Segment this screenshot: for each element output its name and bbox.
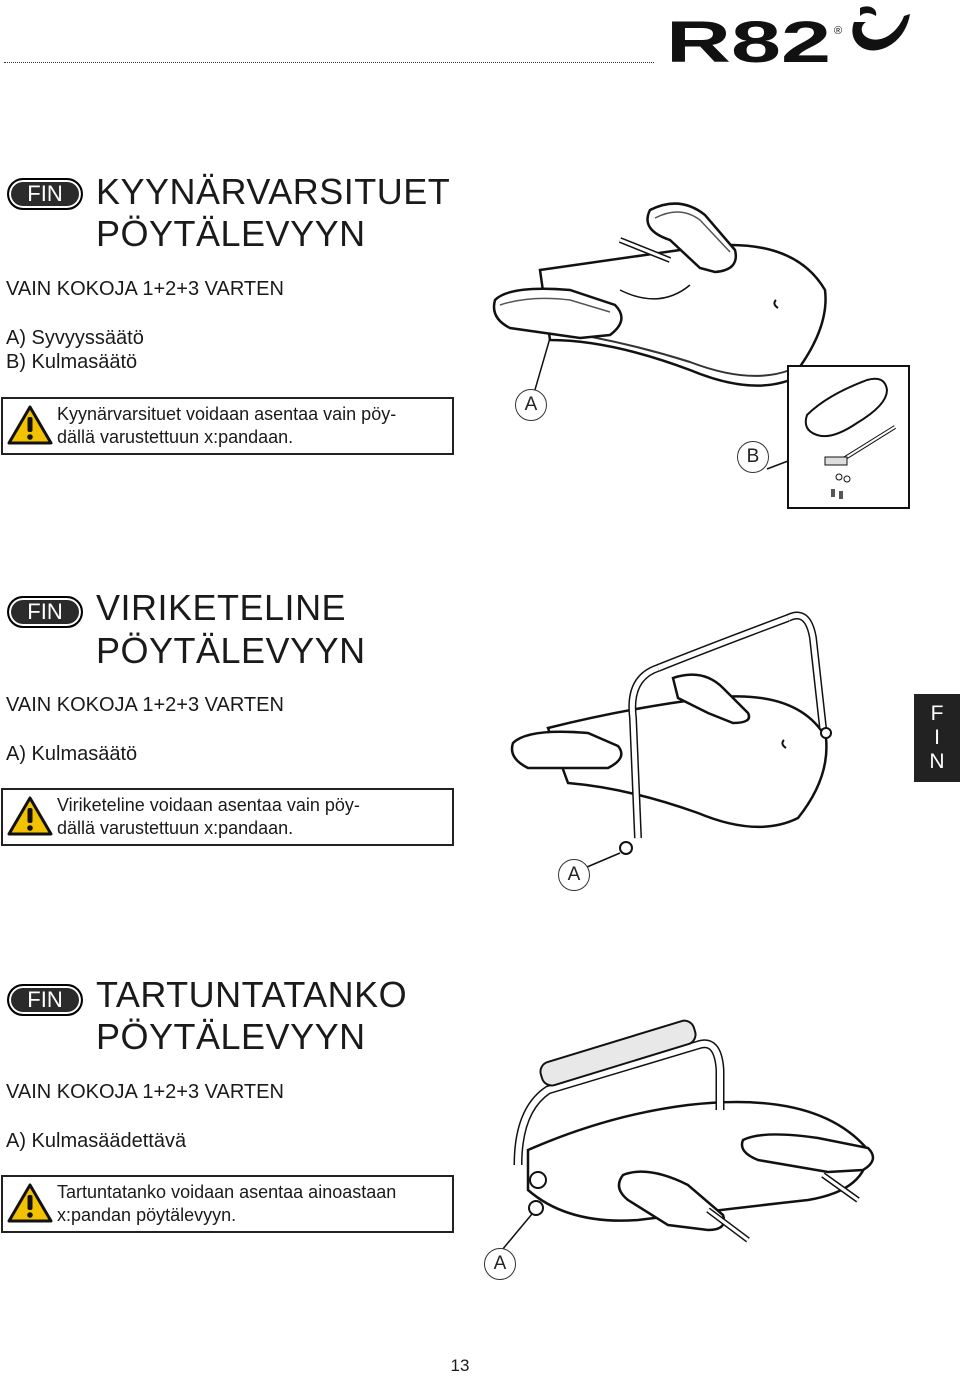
section-2-warning-box: Viriketeline voidaan asentaa vain pöy- d…	[1, 788, 454, 846]
side-tab-letter: I	[934, 726, 940, 749]
section-3-warning-line2: x:pandan pöytälevyyn.	[57, 1205, 237, 1225]
header-dotted-rule	[4, 62, 654, 63]
armrest-tray-illustration	[492, 202, 827, 401]
section-3-item-a: A) Kulmasäädettävä	[6, 1130, 187, 1152]
activity-frame-illustration	[510, 611, 832, 871]
warning-icon	[7, 796, 53, 836]
svg-text:R82: R82	[666, 10, 831, 68]
r82-logo: R82 ®	[666, 6, 910, 68]
section-1-callout-a: A	[515, 389, 547, 421]
page-number: 13	[450, 1356, 470, 1375]
section-3-title-line2: PÖYTÄLEVYYN	[96, 1016, 366, 1057]
svg-text:®: ®	[834, 25, 842, 37]
detail-inset-frame	[766, 365, 910, 509]
section-2-item-a: A) Kulmasäätö	[6, 743, 138, 765]
warning-icon	[7, 405, 53, 445]
side-tab-letter: N	[929, 750, 945, 773]
section-3-callout-a: A	[484, 1248, 516, 1280]
section-1-item-a: A) Syvyyssäätö	[6, 327, 144, 349]
section-2-warning-line2: dällä varustettuun x:pandaan.	[57, 818, 294, 838]
warning-icon	[7, 1183, 53, 1223]
section-1-warning-line2: dällä varustettuun x:pandaan.	[57, 427, 294, 447]
section-2-callout-a: A	[558, 859, 590, 891]
section-1-warning-box: Kyynärvarsituet voidaan asentaa vain pöy…	[1, 397, 454, 455]
side-tab-letter: F	[930, 702, 944, 725]
section-1-title-line2: PÖYTÄLEVYYN	[96, 213, 366, 254]
section-1-warning-line1: Kyynärvarsituet voidaan asentaa vain pöy…	[57, 404, 397, 424]
section-1-item-b: B) Kulmasäätö	[6, 351, 138, 373]
section-3-title-line1: TARTUNTATANKO	[96, 974, 408, 1015]
section-1-callout-b: B	[737, 441, 769, 473]
language-badge-2: FIN	[7, 596, 83, 628]
section-2-warning-line1: Viriketeline voidaan asentaa vain pöy-	[57, 795, 360, 815]
section-2-sizes: VAIN KOKOJA 1+2+3 VARTEN	[6, 694, 284, 716]
language-badge-1: FIN	[7, 178, 83, 210]
grab-bar-illustration	[501, 1019, 875, 1251]
language-badge-3: FIN	[7, 984, 83, 1016]
section-1-sizes: VAIN KOKOJA 1+2+3 VARTEN	[6, 278, 284, 300]
side-language-tab: F I N	[914, 694, 960, 782]
section-1-title-line1: KYYNÄRVARSITUET	[96, 171, 451, 212]
section-3-warning-box: Tartuntatanko voidaan asentaa ainoastaan…	[1, 1175, 454, 1233]
section-3-warning-line1: Tartuntatanko voidaan asentaa ainoastaan	[57, 1182, 397, 1202]
section-3-sizes: VAIN KOKOJA 1+2+3 VARTEN	[6, 1081, 284, 1103]
section-2-title-line1: VIRIKETELINE	[96, 587, 347, 628]
section-2-title-line2: PÖYTÄLEVYYN	[96, 630, 366, 671]
